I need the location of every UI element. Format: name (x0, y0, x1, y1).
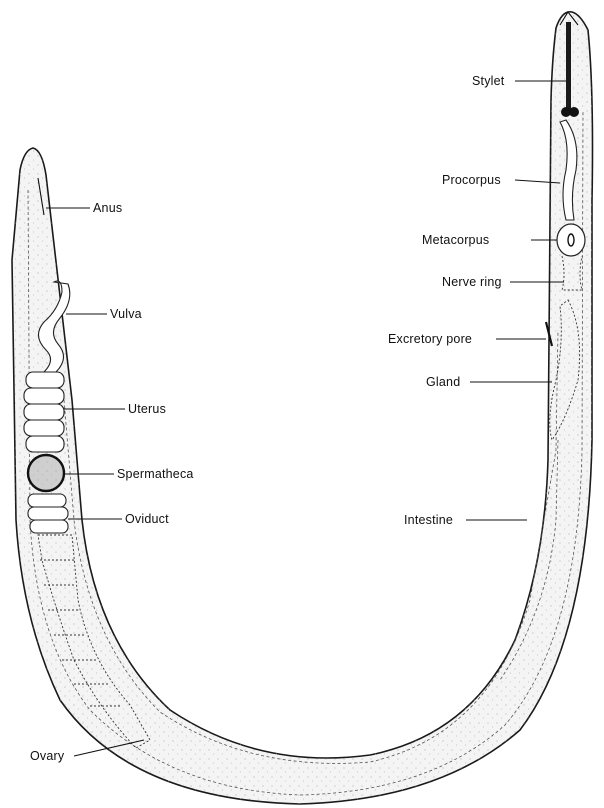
stylet (566, 22, 571, 110)
label-intestine: Intestine (404, 513, 453, 527)
label-oviduct: Oviduct (125, 512, 169, 526)
worm-body (12, 12, 593, 804)
label-excretory-pore: Excretory pore (388, 332, 472, 346)
label-spermatheca: Spermatheca (117, 467, 194, 481)
oviduct (28, 494, 68, 533)
label-gland: Gland (426, 375, 460, 389)
label-anus: Anus (93, 201, 122, 215)
label-nerve-ring: Nerve ring (442, 275, 502, 289)
label-uterus: Uterus (128, 402, 166, 416)
uterus (24, 372, 64, 452)
label-metacorpus: Metacorpus (422, 233, 489, 247)
label-stylet: Stylet (472, 74, 505, 88)
label-vulva: Vulva (110, 307, 142, 321)
label-ovary: Ovary (30, 749, 65, 763)
label-procorpus: Procorpus (442, 173, 501, 187)
metacorpus (557, 224, 585, 256)
